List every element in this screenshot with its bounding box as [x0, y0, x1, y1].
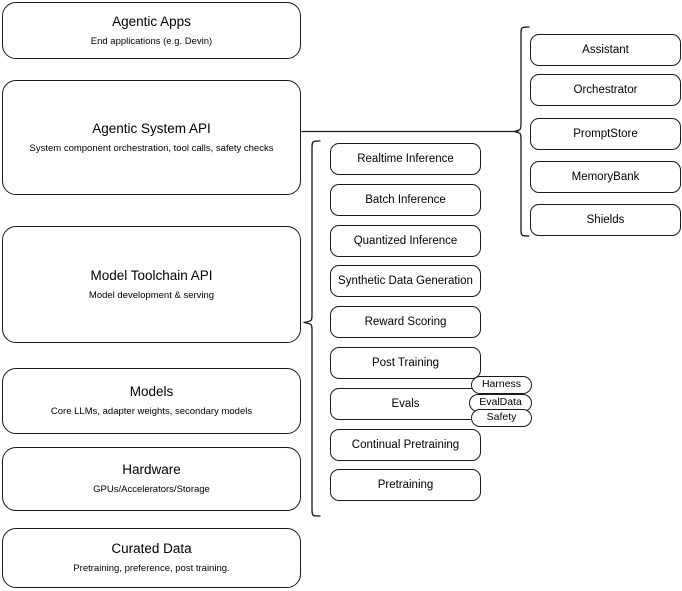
- layer-box-models[interactable]: Models Core LLMs, adapter weights, secon…: [2, 368, 301, 434]
- layer-title: Curated Data: [111, 541, 192, 557]
- layer-subtitle: End applications (e.g. Devin): [90, 35, 213, 47]
- layer-box-model-toolchain-api[interactable]: Model Toolchain API Model development & …: [2, 226, 301, 343]
- toolchain-item-synthetic-data-generation[interactable]: Synthetic Data Generation: [330, 265, 481, 297]
- toolchain-item-continual-pretraining[interactable]: Continual Pretraining: [330, 429, 481, 461]
- agentic-component-label: Assistant: [582, 43, 629, 56]
- toolchain-item-label: Evals: [391, 397, 420, 410]
- agentic-component-promptstore[interactable]: PromptStore: [530, 118, 681, 150]
- agentic-component-orchestrator[interactable]: Orchestrator: [530, 74, 681, 106]
- toolchain-item-batch-inference[interactable]: Batch Inference: [330, 184, 481, 216]
- toolchain-item-label: Batch Inference: [365, 193, 446, 206]
- brace-toolchain-capabilities: [300, 136, 324, 526]
- layer-subtitle: Pretraining, preference, post training.: [73, 563, 230, 574]
- toolchain-item-label: Synthetic Data Generation: [338, 274, 473, 287]
- toolchain-item-pretraining[interactable]: Pretraining: [330, 469, 481, 501]
- agentic-component-label: MemoryBank: [571, 170, 640, 183]
- layer-subtitle: System component orchestration, tool cal…: [29, 142, 274, 154]
- layer-subtitle: Model development & serving: [88, 289, 215, 301]
- layer-box-agentic-apps[interactable]: Agentic Apps End applications (e.g. Devi…: [2, 2, 301, 59]
- evals-subcomponent-label: Harness: [481, 378, 522, 391]
- toolchain-item-label: Realtime Inference: [357, 152, 454, 165]
- agentic-component-assistant[interactable]: Assistant: [530, 34, 681, 66]
- agentic-component-shields[interactable]: Shields: [530, 204, 681, 236]
- agentic-component-label: PromptStore: [573, 127, 638, 140]
- toolchain-item-realtime-inference[interactable]: Realtime Inference: [330, 143, 481, 175]
- agentic-component-label: Orchestrator: [573, 83, 638, 96]
- toolchain-item-quantized-inference[interactable]: Quantized Inference: [330, 225, 481, 257]
- layer-box-agentic-system-api[interactable]: Agentic System API System component orch…: [2, 80, 301, 195]
- toolchain-item-reward-scoring[interactable]: Reward Scoring: [330, 306, 481, 338]
- evals-subcomponent-safety[interactable]: Safety: [471, 409, 532, 427]
- toolchain-item-label: Post Training: [371, 356, 440, 369]
- agentic-component-memorybank[interactable]: MemoryBank: [530, 161, 681, 193]
- layer-subtitle: Core LLMs, adapter weights, secondary mo…: [50, 406, 253, 417]
- layer-subtitle: GPUs/Accelerators/Storage: [93, 484, 210, 495]
- layer-title: Agentic Apps: [112, 13, 191, 29]
- evals-subcomponent-harness[interactable]: Harness: [471, 376, 532, 394]
- layer-title: Agentic System API: [92, 120, 211, 136]
- toolchain-item-post-training[interactable]: Post Training: [330, 347, 481, 379]
- toolchain-item-label: Continual Pretraining: [351, 438, 460, 451]
- layer-box-curated-data[interactable]: Curated Data Pretraining, preference, po…: [2, 528, 301, 588]
- toolchain-item-label: Reward Scoring: [364, 315, 447, 328]
- agentic-component-label: Shields: [586, 213, 625, 226]
- layer-title: Hardware: [122, 462, 181, 478]
- connector-agentic-system-to-components: [300, 120, 532, 144]
- layer-box-hardware[interactable]: Hardware GPUs/Accelerators/Storage: [2, 447, 301, 511]
- evals-subcomponent-label: Safety: [486, 411, 517, 424]
- layer-title: Models: [129, 384, 174, 400]
- toolchain-item-label: Pretraining: [377, 478, 434, 491]
- layer-title: Model Toolchain API: [90, 267, 213, 283]
- toolchain-item-evals[interactable]: Evals: [330, 388, 481, 420]
- evals-subcomponent-evaldata[interactable]: EvalData: [469, 394, 532, 412]
- evals-subcomponent-label: EvalData: [479, 396, 522, 409]
- toolchain-item-label: Quantized Inference: [353, 234, 458, 247]
